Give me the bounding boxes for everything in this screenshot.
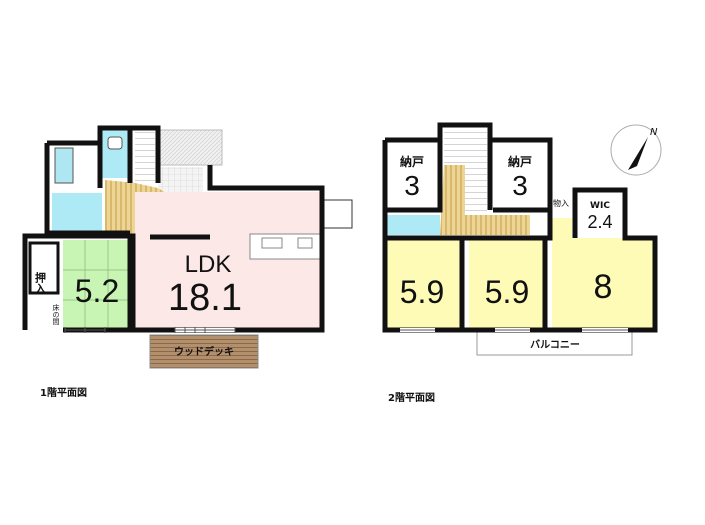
wic-label: WIC	[590, 201, 610, 211]
compass-icon: N	[610, 124, 662, 176]
storage-right-label: 納戸	[508, 154, 532, 169]
oshiire-closet	[30, 243, 58, 293]
room-a-size: 5.9	[400, 274, 444, 310]
room-a	[385, 240, 462, 330]
closet-label: 物入	[553, 198, 569, 208]
ldk-room	[135, 192, 322, 330]
oshiire-label: 押入	[34, 271, 47, 295]
room-c-size: 8	[594, 268, 613, 306]
floor-2-caption: 2階平面図	[388, 391, 435, 404]
ldk-label: LDK	[185, 251, 232, 278]
toilet-2f	[385, 215, 440, 235]
washroom	[52, 193, 102, 233]
storage-right-size: 3	[512, 170, 528, 201]
hallway-2f	[440, 165, 530, 235]
balcony-label: バルコニー	[530, 339, 580, 351]
outdoor-step	[322, 199, 353, 229]
tokonoma-label: 床の間	[52, 303, 60, 326]
storage-right	[493, 140, 550, 210]
floor-1-caption: 1階平面図	[40, 386, 87, 399]
room-b-size: 5.9	[485, 274, 529, 310]
floor-1: 押入 床の間 5.2 LDK 18.1 ウッドデッキ 1階平面図	[22, 125, 353, 399]
stairs	[135, 132, 155, 183]
floor-2: 納戸 3 納戸 3 物入 WIC 2.4 5.9 5.9 8 バルコニー 2階平…	[382, 122, 658, 404]
ldk-size: 18.1	[168, 277, 242, 319]
storage-left-size: 3	[404, 170, 420, 201]
storage-left-label: 納戸	[400, 154, 424, 169]
porch	[159, 129, 223, 166]
room-b	[469, 240, 545, 330]
deck-label: ウッドデッキ	[174, 345, 234, 358]
sink-icon	[261, 237, 283, 249]
room-c	[552, 218, 655, 330]
washitsu	[63, 240, 130, 330]
compass-north-label: N	[650, 127, 658, 138]
toilet-icon	[107, 136, 123, 150]
bathtub	[54, 147, 74, 184]
washitsu-size: 5.2	[75, 273, 119, 309]
wood-deck	[149, 334, 259, 369]
stove-icon	[297, 237, 313, 249]
storage-left	[385, 140, 440, 210]
wic-size: 2.4	[587, 212, 612, 232]
balcony	[476, 329, 633, 356]
